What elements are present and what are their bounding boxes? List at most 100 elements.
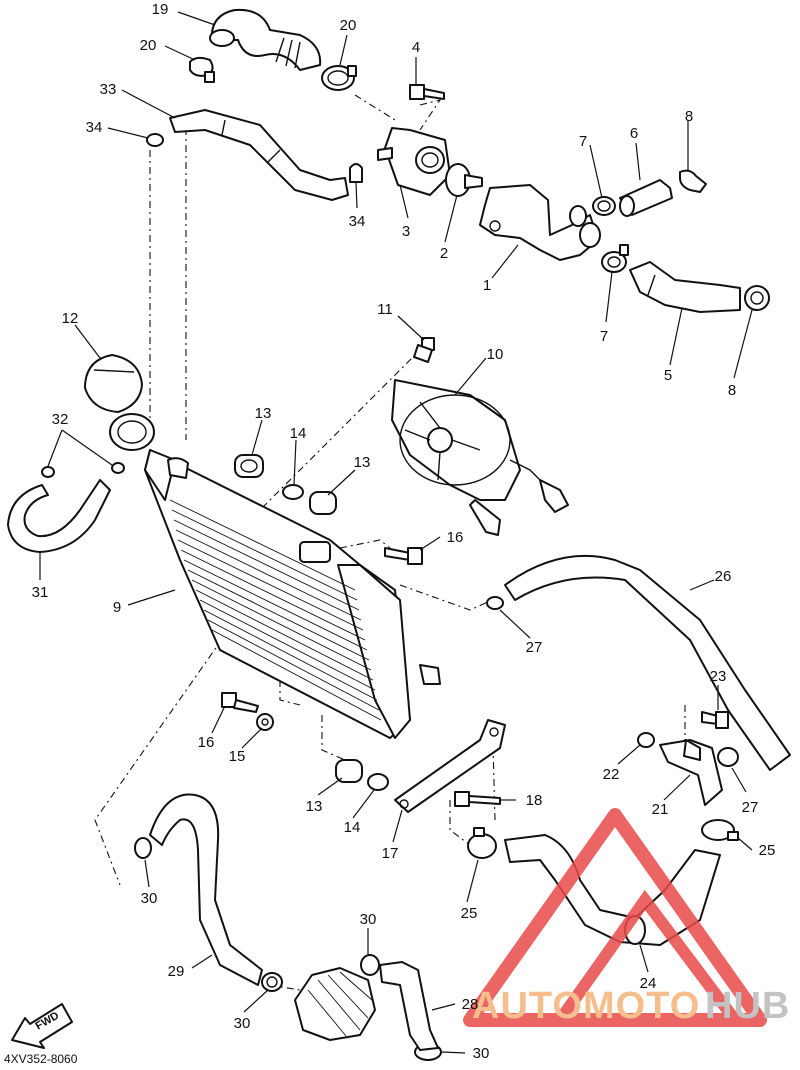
radiator-9[interactable]	[144, 449, 441, 739]
callout-18: 18	[526, 792, 543, 809]
thermostat-cover-3[interactable]	[377, 127, 451, 196]
callout-27-lower: 27	[742, 799, 759, 816]
callout-21: 21	[652, 801, 669, 818]
callout-22: 22	[603, 766, 620, 783]
callout-2: 2	[440, 245, 448, 262]
hose-31[interactable]	[7, 479, 111, 553]
callout-20-right: 20	[340, 17, 357, 34]
clamp-8-upper[interactable]	[679, 169, 707, 193]
callout-6: 6	[630, 125, 638, 142]
pipe-21[interactable]	[659, 739, 723, 806]
callout-10: 10	[487, 346, 504, 363]
watermark-logo: AUTOMOTO HUB	[463, 808, 790, 1027]
clamp-34-right[interactable]	[349, 163, 363, 183]
thermostat-2[interactable]	[445, 163, 483, 197]
callout-29: 29	[168, 963, 185, 980]
clamp-34-left[interactable]	[146, 133, 164, 147]
hose-29[interactable]	[149, 793, 263, 986]
leader-lines	[39, 11, 753, 1054]
fan-10[interactable]	[391, 379, 569, 536]
hose-19[interactable]	[209, 8, 322, 71]
callout-30-bottom: 30	[473, 1045, 490, 1062]
callout-7-upper: 7	[579, 133, 587, 150]
callout-25-right: 25	[759, 842, 776, 859]
clamp-32[interactable]	[41, 462, 125, 478]
callout-7-lower: 7	[600, 328, 608, 345]
collar-14-upper[interactable]	[282, 484, 304, 500]
hose-6[interactable]	[619, 179, 673, 217]
watermark-hub: HUB	[705, 985, 790, 1027]
grommet-13-upper[interactable]	[234, 454, 264, 478]
clamp-25-left[interactable]	[467, 827, 497, 859]
bracket-17[interactable]	[394, 719, 506, 813]
callout-13-upper: 13	[255, 405, 272, 422]
callout-27-upper: 27	[526, 639, 543, 656]
callout-14-lower: 14	[344, 819, 361, 836]
callout-28: 28	[462, 996, 479, 1013]
callout-16-lower: 16	[198, 734, 215, 751]
radiator-cap-12[interactable]	[84, 354, 155, 451]
bolt-23[interactable]	[701, 711, 729, 729]
bolt-4[interactable]	[409, 84, 445, 100]
callout-11: 11	[377, 301, 393, 318]
thermostat-housing-1[interactable]	[479, 184, 601, 261]
bolt-16-lower[interactable]	[221, 692, 259, 713]
callout-13-lower: 13	[306, 798, 323, 815]
callout-25-left: 25	[461, 905, 478, 922]
grommet-13-middle[interactable]	[309, 491, 337, 515]
callout-30-top: 30	[360, 911, 377, 928]
clamp-20-right[interactable]	[321, 65, 357, 91]
clamp-27-upper[interactable]	[486, 596, 504, 610]
clamp-30-top[interactable]	[360, 954, 380, 976]
hose-26[interactable]	[504, 554, 791, 771]
clamp-7-upper[interactable]	[592, 196, 616, 216]
callout-13-middle: 13	[354, 454, 371, 471]
callout-24: 24	[640, 975, 657, 992]
callout-4: 4	[412, 39, 420, 56]
callout-14-upper: 14	[290, 425, 307, 442]
clamp-27-lower[interactable]	[717, 747, 739, 767]
clamp-20-left[interactable]	[189, 56, 215, 83]
callout-1: 1	[483, 277, 491, 294]
callout-8-lower: 8	[728, 382, 736, 399]
grommet-13-lower[interactable]	[335, 759, 363, 783]
callout-31: 31	[32, 584, 49, 601]
callout-5: 5	[664, 367, 672, 384]
callout-17: 17	[382, 845, 399, 862]
clamp-30-left[interactable]	[134, 837, 152, 859]
water-pump	[294, 967, 376, 1041]
clamp-25-right[interactable]	[701, 819, 739, 841]
collar-14-lower[interactable]	[367, 773, 389, 791]
washer-15[interactable]	[256, 713, 274, 731]
diagram-code: 4XV352-8060	[4, 1052, 78, 1066]
callout-3: 3	[402, 223, 410, 240]
callout-12: 12	[62, 310, 79, 327]
clamp-8-lower[interactable]	[744, 285, 770, 311]
callout-9: 9	[113, 599, 121, 616]
clamp-30-lower-left[interactable]	[261, 972, 283, 992]
callout-32: 32	[52, 411, 69, 428]
bolt-16-upper[interactable]	[384, 547, 423, 565]
hose-5[interactable]	[629, 261, 741, 313]
clamp-7-lower[interactable]	[601, 244, 629, 273]
callout-34-left: 34	[86, 119, 103, 136]
callout-15: 15	[229, 748, 246, 765]
bolt-11[interactable]	[413, 337, 435, 363]
callout-numbers: 19 20 20 4 33 34 34 7 6 8 3 2 1 7 5 8 12…	[32, 1, 776, 1062]
callout-33: 33	[100, 81, 117, 98]
o-ring-22[interactable]	[637, 732, 655, 748]
callout-20-left: 20	[140, 37, 157, 54]
bolt-18[interactable]	[454, 791, 501, 807]
hose-28[interactable]	[379, 961, 439, 1051]
callout-26: 26	[715, 568, 732, 585]
callout-30-lower-left: 30	[234, 1015, 251, 1032]
hose-33[interactable]	[169, 109, 349, 201]
fwd-arrow: FWD	[11, 1003, 73, 1049]
callout-34-right: 34	[349, 213, 366, 230]
callout-16-upper: 16	[447, 529, 464, 546]
callout-23: 23	[710, 668, 727, 685]
callout-8-upper: 8	[685, 108, 693, 125]
callout-19: 19	[152, 1, 169, 18]
